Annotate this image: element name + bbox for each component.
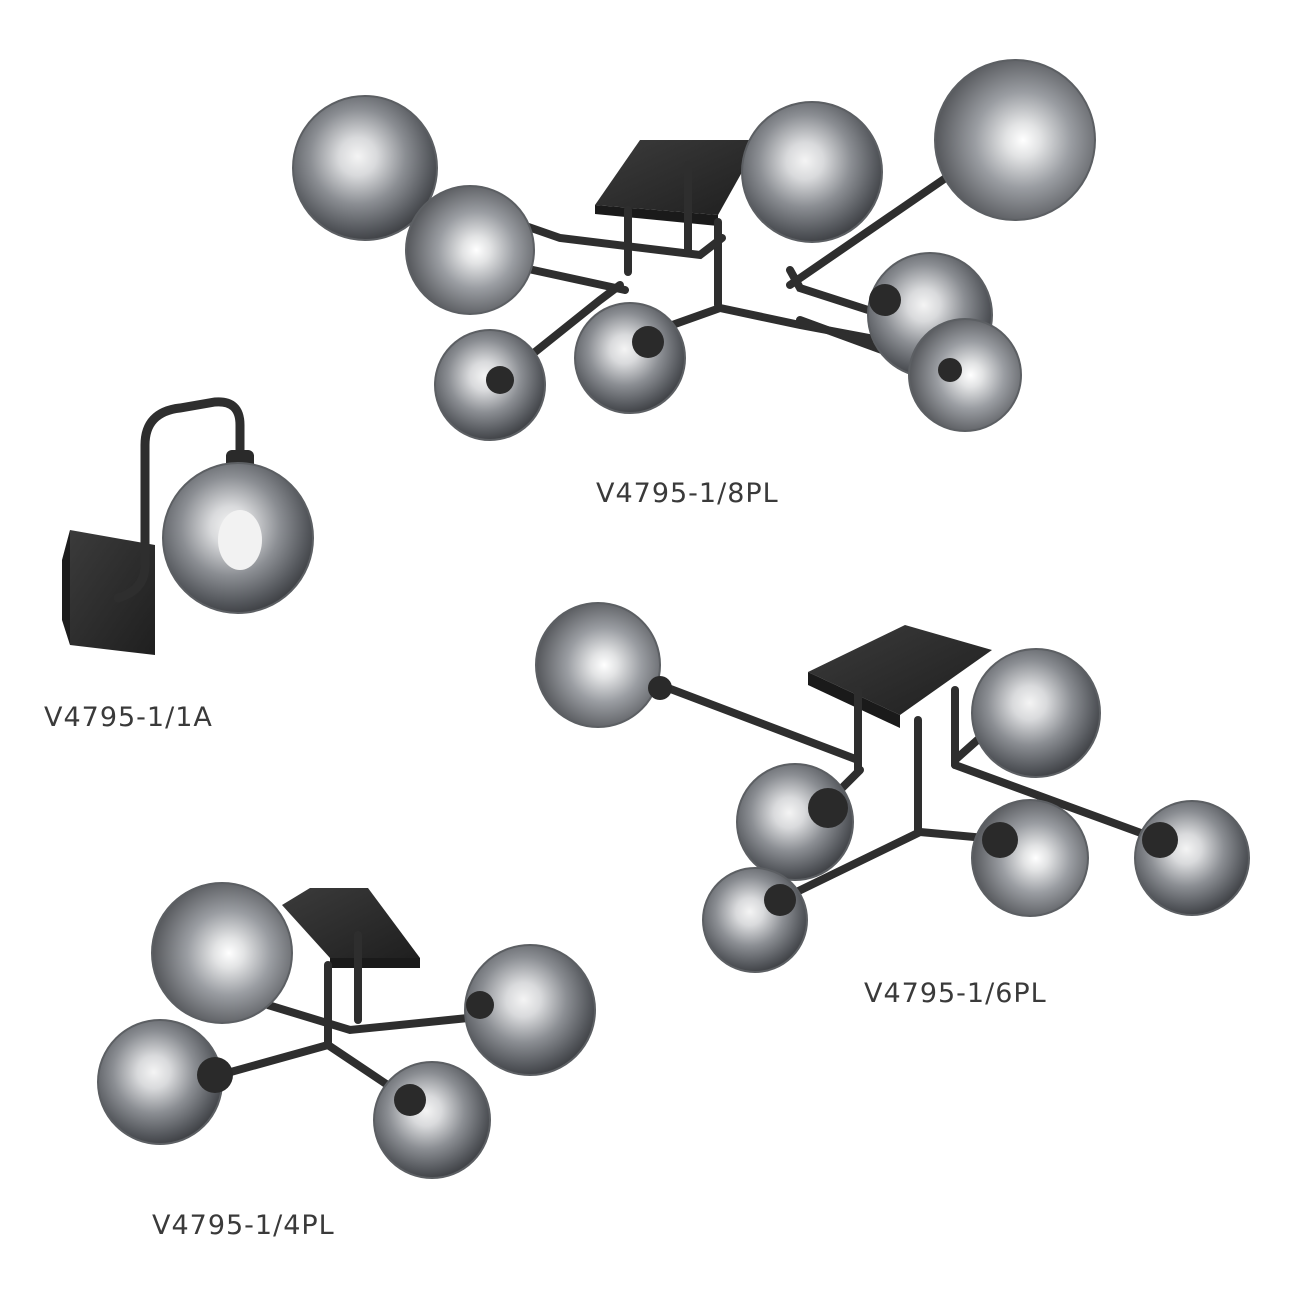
globe bbox=[702, 867, 808, 973]
product-label-6pl: V4795-1/6PL bbox=[864, 978, 1047, 1009]
wall-plate-side bbox=[62, 530, 70, 645]
ceiling-plate bbox=[595, 140, 760, 215]
globe bbox=[373, 1061, 491, 1179]
sconce-arm bbox=[113, 397, 245, 603]
ceiling-plate bbox=[808, 625, 992, 715]
ceiling-plate bbox=[282, 888, 420, 958]
globe bbox=[971, 799, 1089, 917]
globe bbox=[574, 302, 686, 414]
sockets bbox=[486, 284, 962, 394]
product-label-4pl: V4795-1/4PL bbox=[152, 1210, 335, 1241]
globe bbox=[934, 59, 1096, 221]
globe bbox=[292, 95, 438, 241]
globe bbox=[405, 185, 535, 315]
sockets bbox=[648, 676, 1178, 916]
ceiling-plate-edge bbox=[330, 958, 420, 968]
sockets bbox=[197, 991, 494, 1116]
globe bbox=[151, 882, 293, 1024]
globe bbox=[535, 602, 661, 728]
globe bbox=[971, 648, 1101, 778]
ceiling-lamp-4pl bbox=[97, 882, 596, 1179]
ceiling-lamp-6pl bbox=[535, 602, 1250, 973]
globe bbox=[908, 318, 1022, 432]
glass-globes bbox=[292, 59, 1096, 441]
wall-plate bbox=[70, 530, 155, 655]
globe bbox=[464, 944, 596, 1076]
wall-sconce-1a bbox=[62, 397, 314, 655]
globe bbox=[1134, 800, 1250, 916]
bulb bbox=[218, 510, 262, 570]
globe bbox=[741, 101, 883, 243]
product-label-1a: V4795-1/1A bbox=[44, 702, 213, 733]
product-label-8pl: V4795-1/8PL bbox=[596, 478, 779, 509]
ceiling-lamp-8pl bbox=[292, 59, 1096, 441]
arms bbox=[656, 681, 1164, 904]
